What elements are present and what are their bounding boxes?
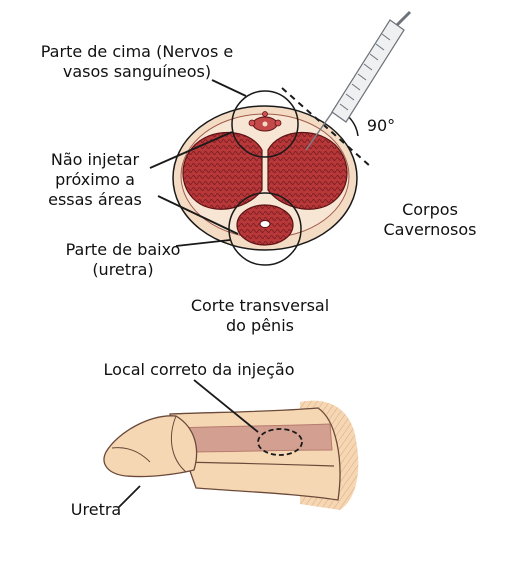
label-no-inject: Não injetar próximo a essas áreas [48, 150, 142, 209]
leader-lines [149, 79, 247, 247]
side-view [103, 379, 359, 510]
top-area-circle [231, 90, 299, 158]
label-cross-section: Corte transversal do pênis [190, 296, 330, 335]
glans [103, 415, 198, 478]
label-top-part: Parte de cima (Nervos e vasos sanguíneos… [40, 42, 234, 81]
top-vessels [248, 111, 282, 132]
injection-site-marker [257, 428, 303, 456]
right-corpus-cavernosum [267, 131, 348, 210]
label-urethra: Uretra [70, 500, 122, 519]
syringe-icon [305, 10, 412, 151]
label-bottom-part: Parte de baixo (uretra) [65, 240, 181, 279]
urethra-opening [259, 220, 271, 228]
label-angle: 90° [366, 116, 396, 135]
label-injection-site: Local correto da injeção [103, 360, 295, 379]
label-corpora: Corpos Cavernosos [383, 200, 477, 239]
